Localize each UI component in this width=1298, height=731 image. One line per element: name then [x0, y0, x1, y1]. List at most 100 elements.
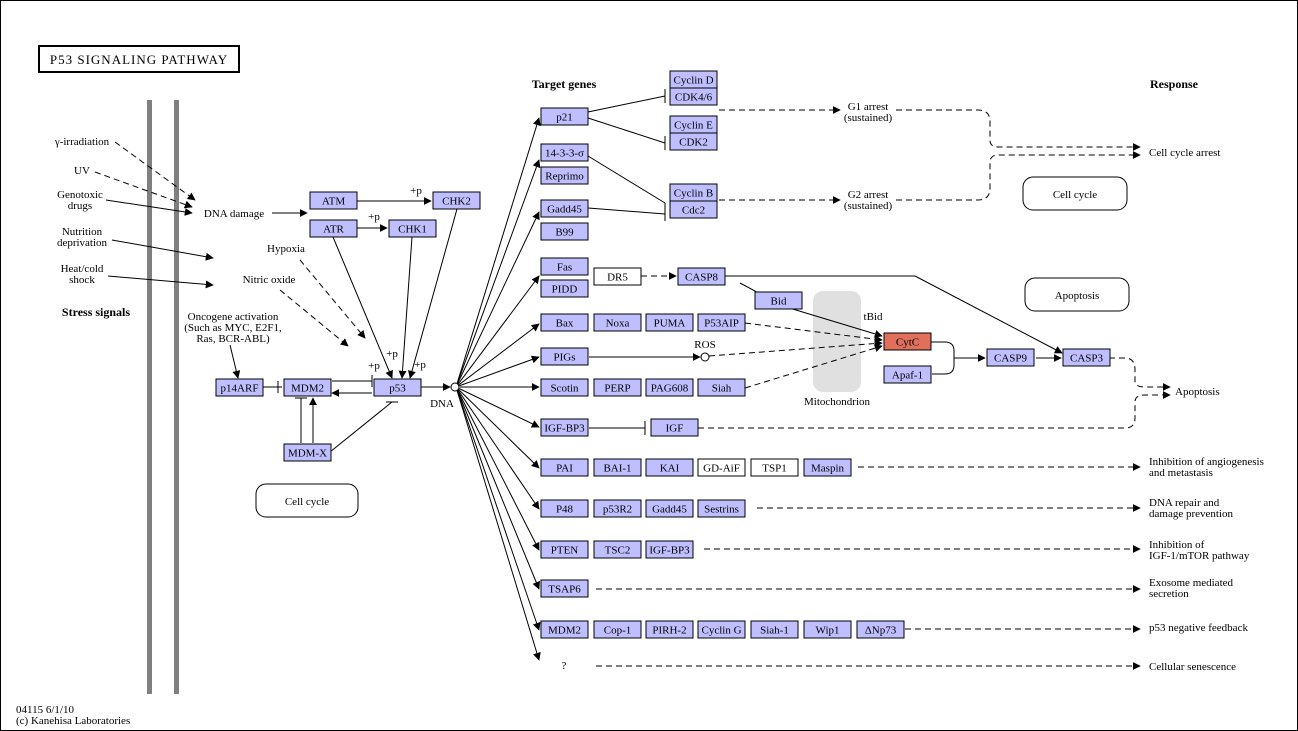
gene-perp[interactable]: PERP [593, 378, 642, 397]
gene-pten[interactable]: PTEN [540, 540, 589, 559]
gene-pirh2-label: PIRH-2 [652, 625, 686, 637]
title-box: P53 SIGNALING PATHWAY [38, 45, 240, 73]
gene-apaf1-label: Apaf-1 [892, 370, 923, 382]
gene-gadd45[interactable]: Gadd45 [540, 199, 589, 218]
gene-igfbp3[interactable]: IGF-BP3 [540, 418, 589, 437]
gene-casp3[interactable]: CASP3 [1062, 348, 1111, 367]
gene-cytc[interactable]: CytC [883, 332, 932, 351]
gene-bai1[interactable]: BAI-1 [593, 458, 642, 477]
gene-wip1[interactable]: Wip1 [803, 620, 852, 639]
tbid-label: tBid [864, 311, 883, 323]
map-link-apoptosis[interactable]: Apoptosis [1024, 277, 1130, 312]
phospho-p53-b: +p [386, 348, 398, 360]
gene-tsp1[interactable]: TSP1 [750, 458, 799, 477]
gene-mdm2[interactable]: MDM2 [283, 378, 332, 397]
gene-kai[interactable]: KAI [645, 458, 694, 477]
gene-igfbp3-b-label: IGF-BP3 [649, 545, 690, 557]
stress-gamma-irradiation: γ-irradiation [54, 136, 110, 148]
gene-cdc2[interactable]: Cdc2 [669, 200, 718, 219]
gene-mdmx[interactable]: MDM-X [283, 443, 332, 462]
gene-p21[interactable]: p21 [540, 107, 589, 126]
stress-nutrition-l1: Nutrition [62, 226, 103, 238]
gene-pirh2[interactable]: PIRH-2 [645, 620, 694, 639]
gene-chk1[interactable]: CHK1 [388, 219, 437, 238]
gene-atr[interactable]: ATR [309, 219, 358, 238]
response-igf-l2: IGF-1/mTOR pathway [1149, 550, 1250, 562]
stress-genotoxic-l1: Genotoxic [57, 189, 103, 201]
gene-gadd45-b[interactable]: Gadd45 [645, 499, 694, 518]
gene-scotin[interactable]: Scotin [540, 378, 589, 397]
gene-dr5[interactable]: DR5 [593, 267, 642, 286]
gene-puma-label: PUMA [654, 318, 686, 330]
gene-pidd[interactable]: PIDD [540, 279, 589, 298]
gene-atm-label: ATM [322, 196, 345, 208]
gene-p48[interactable]: P48 [540, 499, 589, 518]
gene-mdm2-b[interactable]: MDM2 [540, 620, 589, 639]
gene-atm[interactable]: ATM [309, 191, 358, 210]
gene-p14arf[interactable]: p14ARF [215, 378, 264, 397]
header-stress-signals: Stress signals [62, 305, 130, 319]
gene-casp9-label: CASP9 [994, 353, 1028, 365]
gene-mdm2-label: MDM2 [291, 383, 324, 395]
map-link-cell-cycle-right[interactable]: Cell cycle [1022, 176, 1128, 211]
gene-casp8[interactable]: CASP8 [677, 267, 726, 286]
gene-igf[interactable]: IGF [650, 418, 699, 437]
unknown-target-label: ? [562, 660, 567, 672]
gene-b99[interactable]: B99 [540, 222, 589, 241]
gene-p53[interactable]: p53 [373, 378, 422, 397]
gene-pai-label: PAI [556, 463, 573, 475]
gene-maspin[interactable]: Maspin [803, 458, 852, 477]
gene-cyclin-d[interactable]: Cyclin D [669, 70, 718, 89]
dna-node [450, 382, 460, 392]
response-g1-arrest-l2: (sustained) [844, 112, 893, 124]
gene-siah1[interactable]: Siah-1 [750, 620, 799, 639]
gene-sestrins[interactable]: Sestrins [697, 499, 746, 518]
gene-wip1-label: Wip1 [816, 625, 840, 637]
gene-puma[interactable]: PUMA [645, 313, 694, 332]
gene-bid[interactable]: Bid [754, 291, 803, 310]
stress-nutrition-l2: deprivation [57, 237, 108, 249]
gene-tsap6[interactable]: TSAP6 [540, 579, 589, 598]
gene-14-3-3-sigma-label: 14-3-3-σ [545, 148, 584, 160]
response-angiogenesis-l1: Inhibition of angiogenesis [1149, 456, 1264, 468]
gene-tsc2[interactable]: TSC2 [593, 540, 642, 559]
gene-chk2[interactable]: CHK2 [432, 191, 481, 210]
response-exosome-l2: secretion [1149, 588, 1189, 600]
gene-cyclin-d-label: Cyclin D [673, 75, 713, 87]
response-negative-feedback: p53 negative feedback [1149, 622, 1248, 634]
gene-cyclin-b[interactable]: Cyclin B [669, 183, 718, 202]
map-link-cell-cycle-left[interactable]: Cell cycle [255, 483, 359, 518]
gene-fas[interactable]: Fas [540, 257, 589, 276]
map-link-cell-cycle-right-label: Cell cycle [1053, 189, 1097, 201]
gene-gd-aif[interactable]: GD-AiF [697, 458, 746, 477]
gene-cdk46[interactable]: CDK4/6 [669, 87, 718, 106]
dna-damage-label: DNA damage [204, 208, 264, 220]
gene-reprimo[interactable]: Reprimo [540, 166, 589, 185]
gene-pten-label: PTEN [551, 545, 579, 557]
diagram-title: P53 SIGNALING PATHWAY [50, 52, 228, 67]
gene-pigs[interactable]: PIGs [540, 347, 589, 366]
gene-p53aip[interactable]: P53AIP [697, 313, 746, 332]
membrane-inner [174, 100, 179, 694]
gene-cop1[interactable]: Cop-1 [593, 620, 642, 639]
gene-casp9[interactable]: CASP9 [986, 348, 1035, 367]
gene-dnp73[interactable]: ΔNp73 [856, 620, 905, 639]
gene-gadd45-label: Gadd45 [547, 204, 582, 216]
map-link-apoptosis-label: Apoptosis [1055, 290, 1100, 302]
gene-bax[interactable]: Bax [540, 313, 589, 332]
gene-noxa[interactable]: Noxa [593, 313, 642, 332]
gene-pai[interactable]: PAI [540, 458, 589, 477]
gene-cyclin-g[interactable]: Cyclin G [697, 620, 746, 639]
gene-pag608[interactable]: PAG608 [645, 378, 694, 397]
gene-cyclin-e[interactable]: Cyclin E [669, 115, 718, 134]
gene-gadd45-b-label: Gadd45 [652, 504, 687, 516]
gene-igfbp3-b[interactable]: IGF-BP3 [645, 540, 694, 559]
gene-siah[interactable]: Siah [697, 378, 746, 397]
gene-p53r2[interactable]: p53R2 [593, 499, 642, 518]
gene-14-3-3-sigma[interactable]: 14-3-3-σ [540, 143, 589, 162]
stress-genotoxic-l2: drugs [68, 200, 92, 212]
gene-p14arf-label: p14ARF [221, 383, 259, 395]
gene-cdk2[interactable]: CDK2 [669, 132, 718, 151]
gene-apaf1[interactable]: Apaf-1 [883, 365, 932, 384]
mitochondrion-label: Mitochondrion [804, 396, 870, 408]
